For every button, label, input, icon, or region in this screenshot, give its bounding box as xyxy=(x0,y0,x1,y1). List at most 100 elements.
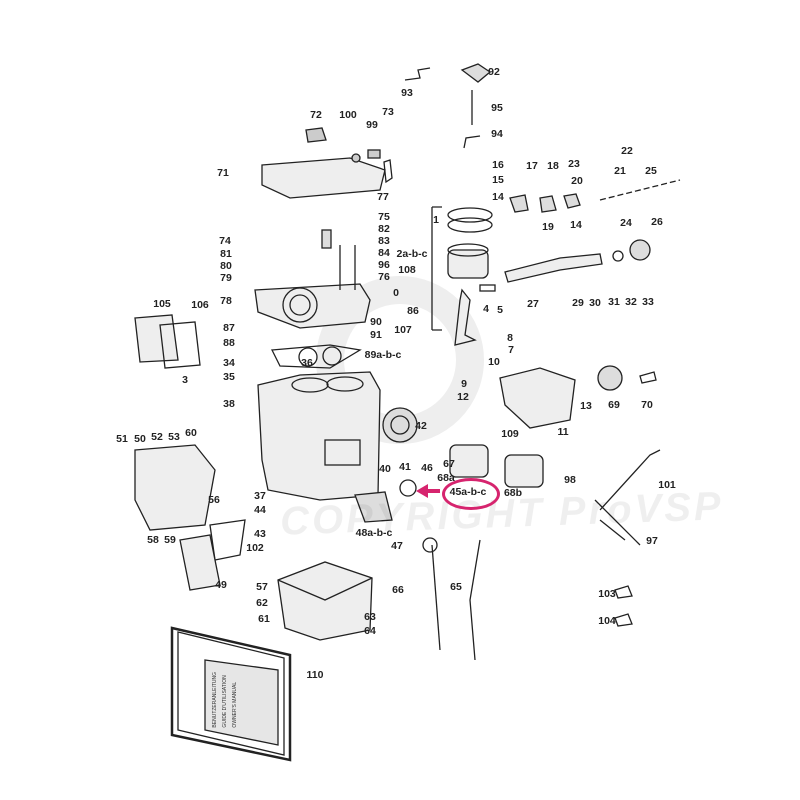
part-label[interactable]: 58 xyxy=(147,533,159,546)
part-label[interactable]: 59 xyxy=(164,533,176,546)
part-label[interactable]: 105 xyxy=(153,297,171,310)
part-label[interactable]: 103 xyxy=(598,587,616,600)
part-label[interactable]: 34 xyxy=(223,356,235,369)
part-label[interactable]: 68b xyxy=(503,486,523,499)
part-label[interactable]: 96 xyxy=(378,258,390,271)
part-label[interactable]: 8 xyxy=(507,331,513,344)
part-label[interactable]: 69 xyxy=(608,398,620,411)
part-label[interactable]: 40 xyxy=(379,462,391,475)
part-label[interactable]: 91 xyxy=(370,328,382,341)
part-label[interactable]: 92 xyxy=(488,65,500,78)
part-label[interactable]: 9 xyxy=(461,377,467,390)
part-label[interactable]: 1 xyxy=(433,213,439,226)
part-label[interactable]: 87 xyxy=(223,321,235,334)
part-label[interactable]: 109 xyxy=(501,427,519,440)
part-label[interactable]: 106 xyxy=(191,298,209,311)
part-label[interactable]: 90 xyxy=(370,315,382,328)
part-label[interactable]: 68a xyxy=(437,471,455,484)
part-label[interactable]: 56 xyxy=(208,493,220,506)
part-label[interactable]: 31 xyxy=(608,295,620,308)
part-label[interactable]: 14 xyxy=(570,218,582,231)
part-label[interactable]: 22 xyxy=(621,144,633,157)
part-label[interactable]: 94 xyxy=(491,127,503,140)
part-label-highlighted[interactable]: 45a-b-c xyxy=(449,485,487,498)
part-label[interactable]: 25 xyxy=(645,164,657,177)
part-label[interactable]: 11 xyxy=(557,425,569,438)
part-label[interactable]: 71 xyxy=(217,166,229,179)
part-label[interactable]: 30 xyxy=(589,296,601,309)
part-label[interactable]: 29 xyxy=(572,296,584,309)
part-label[interactable]: 95 xyxy=(491,101,503,114)
part-label[interactable]: 51 xyxy=(116,432,128,445)
part-label[interactable]: 47 xyxy=(391,539,403,552)
part-label[interactable]: 27 xyxy=(527,297,539,310)
part-label[interactable]: 110 xyxy=(306,668,324,681)
part-label[interactable]: 50 xyxy=(134,432,146,445)
part-label[interactable]: 73 xyxy=(382,105,394,118)
part-label[interactable]: 57 xyxy=(256,580,268,593)
part-label[interactable]: 0 xyxy=(393,286,399,299)
part-label[interactable]: 78 xyxy=(220,294,232,307)
part-label[interactable]: 14 xyxy=(492,190,504,203)
part-label[interactable]: 7 xyxy=(508,343,514,356)
part-label[interactable]: 53 xyxy=(168,430,180,443)
part-label[interactable]: 43 xyxy=(254,527,266,540)
part-label[interactable]: 18 xyxy=(547,159,559,172)
part-label[interactable]: 76 xyxy=(378,270,390,283)
part-label[interactable]: 52 xyxy=(151,430,163,443)
part-label[interactable]: 107 xyxy=(394,323,412,336)
part-label[interactable]: 20 xyxy=(571,174,583,187)
part-label[interactable]: 15 xyxy=(492,173,504,186)
part-label[interactable]: 4 xyxy=(483,302,489,315)
part-label[interactable]: 5 xyxy=(497,303,503,316)
part-label[interactable]: 75 xyxy=(378,210,390,223)
part-label[interactable]: 80 xyxy=(220,259,232,272)
part-label[interactable]: 46 xyxy=(421,461,433,474)
part-label[interactable]: 104 xyxy=(598,614,616,627)
part-label[interactable]: 101 xyxy=(658,478,676,491)
part-label[interactable]: 44 xyxy=(254,503,266,516)
part-label[interactable]: 26 xyxy=(651,215,663,228)
part-label[interactable]: 60 xyxy=(185,426,197,439)
part-label[interactable]: 81 xyxy=(220,247,232,260)
part-label[interactable]: 74 xyxy=(219,234,231,247)
part-label[interactable]: 36 xyxy=(301,356,313,369)
part-label[interactable]: 108 xyxy=(398,263,416,276)
part-label[interactable]: 16 xyxy=(492,158,504,171)
part-label[interactable]: 49 xyxy=(215,578,227,591)
part-label[interactable]: 86 xyxy=(407,304,419,317)
part-label[interactable]: 13 xyxy=(580,399,592,412)
part-label[interactable]: 72 xyxy=(310,108,322,121)
part-label[interactable]: 98 xyxy=(564,473,576,486)
part-label[interactable]: 38 xyxy=(223,397,235,410)
part-label[interactable]: 21 xyxy=(614,164,626,177)
part-label[interactable]: 99 xyxy=(366,118,378,131)
part-label[interactable]: 83 xyxy=(378,234,390,247)
part-label[interactable]: 61 xyxy=(258,612,270,625)
part-label[interactable]: 35 xyxy=(223,370,235,383)
part-label[interactable]: 97 xyxy=(646,534,658,547)
part-label[interactable]: 23 xyxy=(568,157,580,170)
part-label[interactable]: 37 xyxy=(254,489,266,502)
part-label[interactable]: 10 xyxy=(488,355,500,368)
part-label[interactable]: 66 xyxy=(392,583,404,596)
part-label[interactable]: 82 xyxy=(378,222,390,235)
part-label[interactable]: 65 xyxy=(450,580,462,593)
part-label[interactable]: 93 xyxy=(401,86,413,99)
part-label[interactable]: 84 xyxy=(378,246,390,259)
part-label[interactable]: 79 xyxy=(220,271,232,284)
part-label[interactable]: 64 xyxy=(364,624,376,637)
part-label[interactable]: 41 xyxy=(399,460,411,473)
part-label[interactable]: 24 xyxy=(620,216,632,229)
part-label[interactable]: 12 xyxy=(457,390,469,403)
part-label[interactable]: 67 xyxy=(443,457,455,470)
part-label[interactable]: 62 xyxy=(256,596,268,609)
part-label[interactable]: 100 xyxy=(339,108,357,121)
part-label[interactable]: 88 xyxy=(223,336,235,349)
part-label[interactable]: 3 xyxy=(182,373,188,386)
part-label[interactable]: 48a-b-c xyxy=(355,526,393,539)
part-label[interactable]: 17 xyxy=(526,159,538,172)
part-label[interactable]: 63 xyxy=(364,610,376,623)
part-label[interactable]: 2a-b-c xyxy=(396,247,428,260)
part-label[interactable]: 32 xyxy=(625,295,637,308)
